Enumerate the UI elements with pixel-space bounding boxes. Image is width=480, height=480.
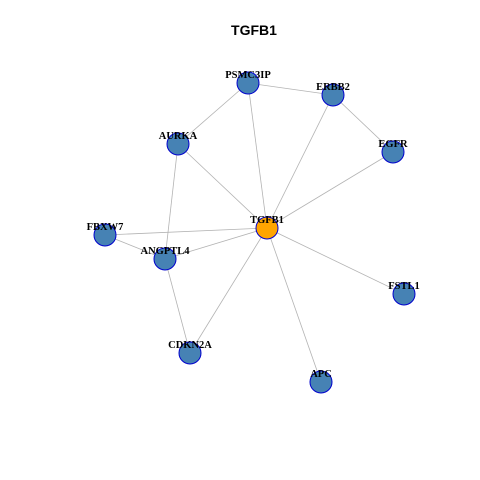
node-label-cdkn2a: CDKN2A (168, 340, 212, 351)
node-circle-tgfb1[interactable] (255, 216, 279, 240)
node-circle-apc[interactable] (309, 370, 333, 394)
edge-tgfb1-fbxw7 (104, 227, 268, 236)
edge-tgfb1-erbb2 (266, 94, 334, 229)
node-circle-fbxw7[interactable] (93, 223, 117, 247)
node-label-tgfb1: TGFB1 (250, 215, 284, 226)
node-egfr[interactable]: EGFR (378, 139, 408, 164)
edge-psmc3ip-aurka (177, 82, 249, 145)
edge-tgfb1-aurka (177, 143, 268, 229)
node-circle-angptl4[interactable] (153, 247, 177, 271)
node-label-erbb2: ERBB2 (316, 82, 350, 93)
node-cdkn2a[interactable]: CDKN2A (168, 340, 212, 365)
node-aurka[interactable]: AURKA (159, 131, 198, 156)
edge-tgfb1-cdkn2a (189, 227, 268, 354)
node-erbb2[interactable]: ERBB2 (316, 82, 350, 107)
edge-tgfb1-egfr (266, 151, 394, 229)
node-label-apc: APC (310, 369, 332, 380)
node-label-fbxw7: FBXW7 (87, 222, 124, 233)
edge-angptl4-cdkn2a (164, 258, 191, 354)
node-fstl1[interactable]: FSTL1 (388, 281, 420, 306)
edge-tgfb1-angptl4 (164, 227, 268, 260)
edge-aurka-angptl4 (164, 143, 179, 260)
graph-title: TGFB1 (231, 22, 277, 38)
edges-layer (104, 82, 405, 383)
node-angptl4[interactable]: ANGPTL4 (140, 246, 190, 271)
node-apc[interactable]: APC (309, 369, 333, 394)
node-circle-egfr[interactable] (381, 140, 405, 164)
edge-psmc3ip-erbb2 (247, 82, 334, 96)
node-circle-erbb2[interactable] (321, 83, 345, 107)
node-circle-aurka[interactable] (166, 132, 190, 156)
node-label-psmc3ip: PSMC3IP (225, 70, 271, 81)
node-label-egfr: EGFR (378, 139, 408, 150)
node-psmc3ip[interactable]: PSMC3IP (225, 70, 271, 95)
node-label-fstl1: FSTL1 (388, 281, 420, 292)
node-fbxw7[interactable]: FBXW7 (87, 222, 124, 247)
node-tgfb1[interactable]: TGFB1 (250, 215, 284, 240)
node-label-angptl4: ANGPTL4 (140, 246, 190, 257)
node-circle-psmc3ip[interactable] (236, 71, 260, 95)
node-circle-fstl1[interactable] (392, 282, 416, 306)
node-label-aurka: AURKA (159, 131, 198, 142)
edge-tgfb1-apc (266, 227, 322, 383)
edge-tgfb1-fstl1 (266, 227, 405, 295)
edge-tgfb1-psmc3ip (247, 82, 268, 229)
edge-erbb2-egfr (332, 94, 394, 153)
node-circle-cdkn2a[interactable] (178, 341, 202, 365)
